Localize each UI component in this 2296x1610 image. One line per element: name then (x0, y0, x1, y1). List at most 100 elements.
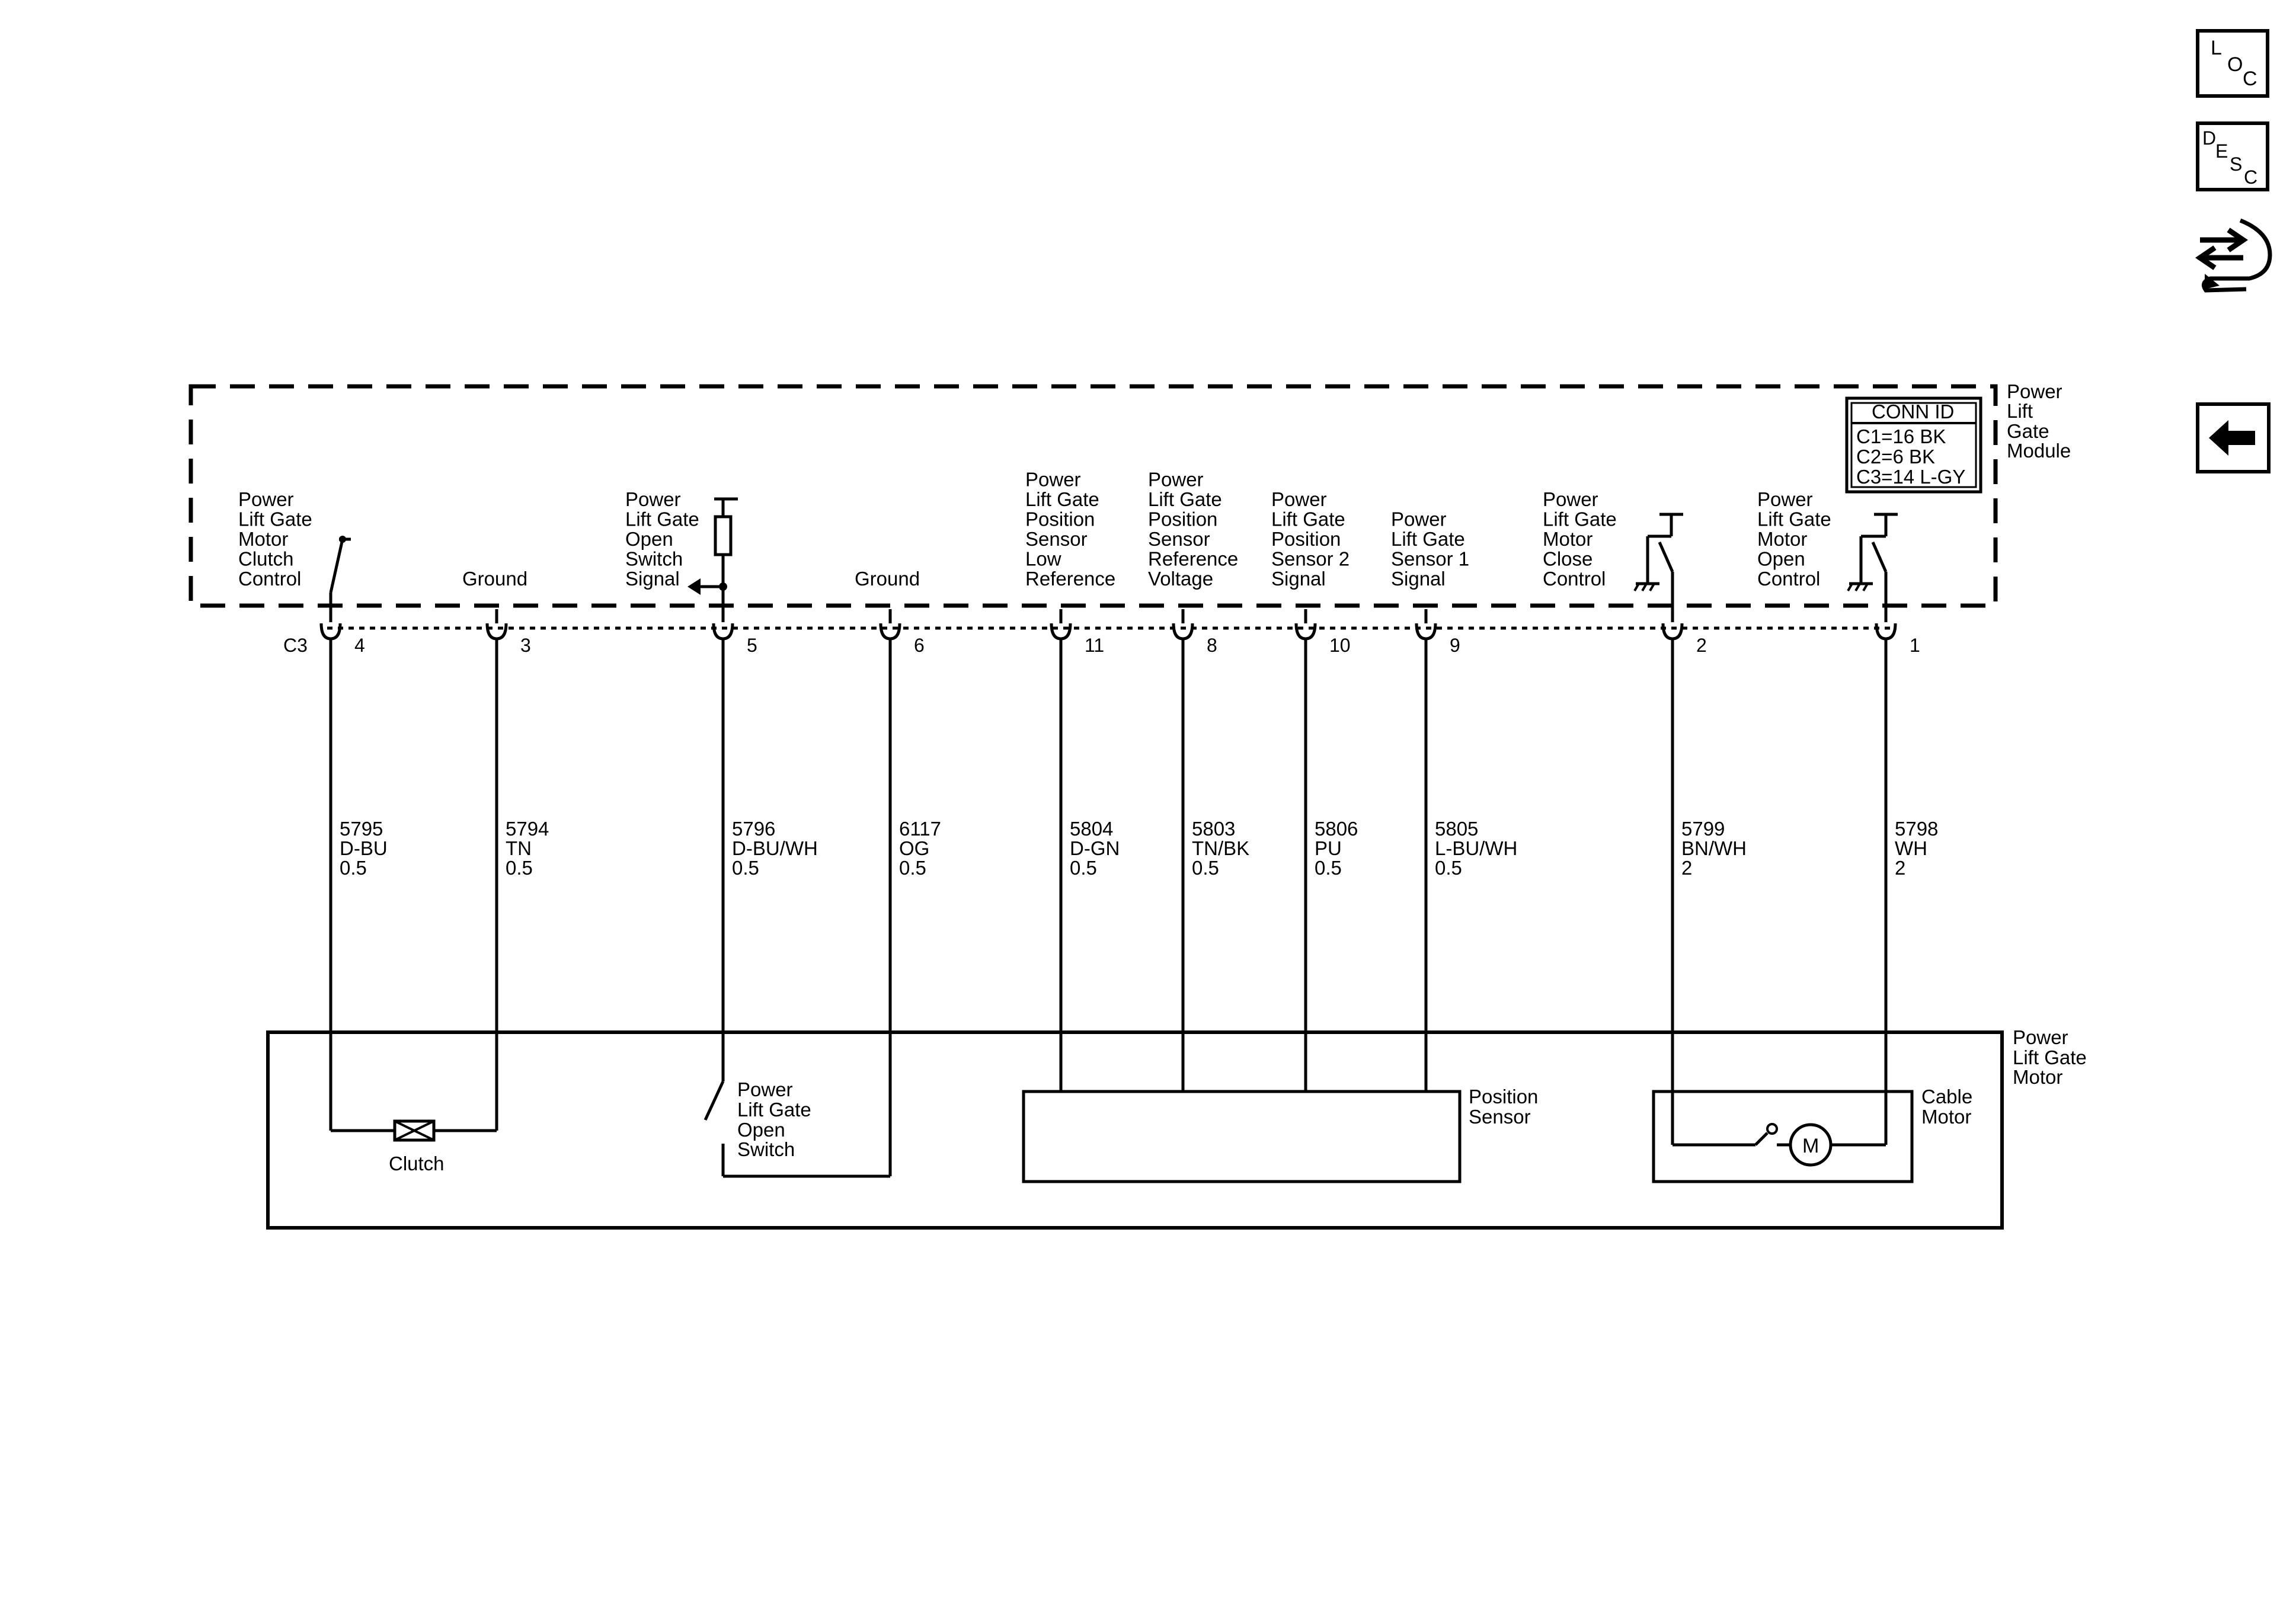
conn-id-row: C2=6 BK (1856, 446, 1935, 468)
pin-function-label: Signal (625, 568, 680, 590)
pin-function-label: Motor (1543, 528, 1593, 550)
loc-letter-o: O (2227, 53, 2243, 76)
pin-number: 8 (1207, 635, 1217, 656)
wire-color-label: BN/WH (1681, 837, 1747, 859)
svg-text:Switch: Switch (737, 1138, 795, 1160)
wire-circuit-label: 5806 (1315, 818, 1358, 840)
connector-end-view-icon[interactable] (2195, 218, 2272, 293)
wire-circuit-label: 5798 (1895, 818, 1938, 840)
open-switch-label: Power Lift Gate Open Switch (737, 1078, 811, 1160)
pin-number: 5 (747, 635, 757, 656)
svg-text:M: M (1802, 1135, 1819, 1157)
pin-function-label: Control (238, 568, 301, 590)
wire-color-label: TN (506, 837, 532, 859)
pin-function-label: Lift Gate (1148, 488, 1222, 510)
pin-function-label: Reference (1148, 548, 1238, 570)
clutch-control-switch-icon (329, 536, 351, 622)
loc-letter-l: L (2211, 37, 2222, 59)
pin-function-label: Position (1148, 508, 1217, 530)
svg-text:Lift: Lift (2007, 400, 2033, 422)
conn-id-table: CONN ID C1=16 BK C2=6 BK C3=14 L-GY (1845, 396, 1982, 494)
pin-terminal-icon (1050, 623, 1072, 641)
pin-number: 11 (1085, 635, 1104, 656)
pin-function-label: Ground (855, 568, 920, 590)
wire-color-label: WH (1895, 837, 1927, 859)
wire-gauge-label: 2 (1895, 857, 1905, 879)
back-button[interactable] (2196, 402, 2271, 473)
pin-number: 1 (1910, 635, 1920, 656)
desc-letter-s: S (2230, 153, 2242, 175)
clutch-icon (393, 1119, 436, 1142)
pin-function-label: Power (1757, 488, 1813, 510)
wire-gauge-label: 0.5 (340, 857, 367, 879)
pin-function-label: Lift Gate (1025, 488, 1099, 510)
svg-text:Position: Position (1469, 1086, 1538, 1108)
svg-text:Power: Power (2013, 1026, 2068, 1048)
pin-function-label: Power (1271, 488, 1327, 510)
cable-motor-box (1652, 1090, 1914, 1183)
conn-id-title: CONN ID (1872, 401, 1954, 422)
wire-color-label: TN/BK (1192, 837, 1249, 859)
pin-function-label: Voltage (1148, 568, 1213, 590)
pin-function-label: Signal (1271, 568, 1326, 590)
open-switch-icon (703, 1080, 890, 1178)
desc-button[interactable]: D E S C (2196, 121, 2269, 191)
svg-text:Lift Gate: Lift Gate (2013, 1046, 2087, 1068)
svg-text:Gate: Gate (2007, 420, 2049, 442)
pin-number: 2 (1696, 635, 1707, 656)
pin-number: 6 (914, 635, 925, 656)
svg-text:Power: Power (2007, 380, 2062, 402)
module-name-label: Power Lift Gate Module (2007, 380, 2071, 462)
svg-text:Cable: Cable (1921, 1086, 1972, 1108)
wire-color-label: D-BU/WH (732, 837, 818, 859)
pin-function-label: Signal (1391, 568, 1446, 590)
pin-terminal-icon (319, 623, 342, 641)
wire-gauge-label: 0.5 (1435, 857, 1462, 879)
motor-boundary (266, 1030, 2004, 1230)
pin-function-label: Lift Gate (1757, 508, 1831, 530)
svg-text:Open: Open (737, 1119, 785, 1141)
wire-circuit-label: 5796 (732, 818, 775, 840)
wire-gauge-label: 0.5 (1315, 857, 1342, 879)
pin-function-label: Sensor 1 (1391, 548, 1469, 570)
wire-gauge-label: 0.5 (1070, 857, 1097, 879)
pin-function-label: Motor (238, 528, 288, 550)
loc-button[interactable]: L O C (2196, 29, 2269, 98)
pin-terminal-icon (1415, 623, 1437, 641)
pin-function-label: Lift Gate (238, 508, 312, 530)
wire-color-label: L-BU/WH (1435, 837, 1517, 859)
motor-name-label: Power Lift Gate Motor (2013, 1026, 2087, 1088)
pin-function-label: Position (1025, 508, 1095, 530)
pin-function-label: Sensor (1148, 528, 1210, 550)
desc-letter-d: D (2202, 127, 2216, 149)
pin-function-label: Control (1543, 568, 1606, 590)
connector-c3-label: C3 (283, 635, 308, 656)
pin-function-label: Switch (625, 548, 683, 570)
wire-gauge-label: 0.5 (899, 857, 926, 879)
pin-function-label: Open (1757, 548, 1805, 570)
pin-function-label: Lift Gate (1391, 528, 1465, 550)
pin-function-label: Sensor (1025, 528, 1088, 550)
open-control-switch-icon (1847, 513, 1898, 622)
pin-function-label: Low (1025, 548, 1061, 570)
pin-function-label: Power (1025, 469, 1081, 491)
wire-circuit-label: 5795 (340, 818, 383, 840)
arrow-left-icon (2209, 420, 2255, 456)
wire-color-label: PU (1315, 837, 1342, 859)
wire-circuit-label: 6117 (899, 818, 941, 840)
position-sensor-label: Position Sensor (1469, 1086, 1538, 1128)
pin-terminal-icon (712, 623, 734, 641)
svg-text:Motor: Motor (1921, 1106, 1971, 1128)
pin-function-label: Power (1148, 469, 1204, 491)
wire-gauge-label: 0.5 (506, 857, 533, 879)
svg-text:Power: Power (737, 1078, 793, 1100)
wire-circuit-label: 5805 (1435, 818, 1478, 840)
